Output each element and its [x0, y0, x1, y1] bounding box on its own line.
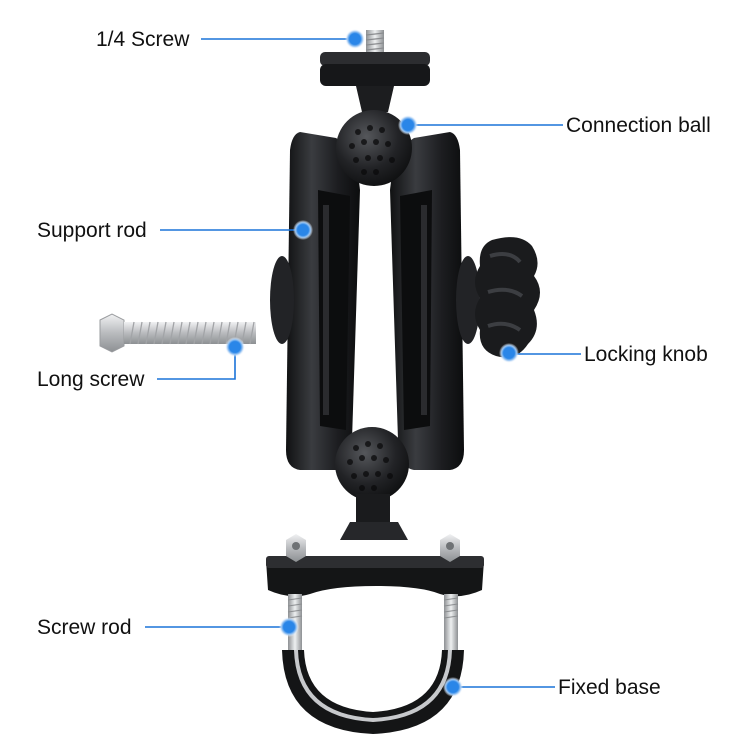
fixed-base-part: [266, 494, 484, 597]
label-support-rod: Support rod: [37, 219, 147, 242]
connection-ball-top: [336, 110, 412, 186]
support-rod-left: [270, 132, 360, 470]
label-screw-rod: Screw rod: [37, 616, 132, 639]
label-long-screw: Long screw: [37, 368, 145, 391]
blue-dot-marker-icon: [345, 29, 365, 49]
leader-line-long-screw: [157, 347, 236, 380]
label-quarter-screw: 1/4 Screw: [96, 28, 190, 51]
leader-lines: [145, 38, 581, 688]
connection-ball-bottom: [335, 427, 409, 501]
blue-dot-marker-icon: [443, 677, 463, 697]
label-locking-knob: Locking knob: [584, 343, 708, 366]
quarter-screw-part: [320, 30, 430, 112]
markers: [225, 29, 519, 697]
blue-dot-marker-icon: [398, 115, 418, 135]
blue-dot-marker-icon: [279, 617, 299, 637]
support-rod-right: [390, 132, 480, 470]
locking-knob-part: [475, 237, 540, 358]
label-fixed-base: Fixed base: [558, 676, 661, 699]
blue-dot-marker-icon: [499, 343, 519, 363]
blue-dot-marker-icon: [225, 337, 245, 357]
long-screw-part: [99, 313, 256, 353]
label-connection-ball: Connection ball: [566, 114, 711, 137]
screw-rod-part: [282, 594, 464, 734]
blue-dot-marker-icon: [293, 220, 313, 240]
